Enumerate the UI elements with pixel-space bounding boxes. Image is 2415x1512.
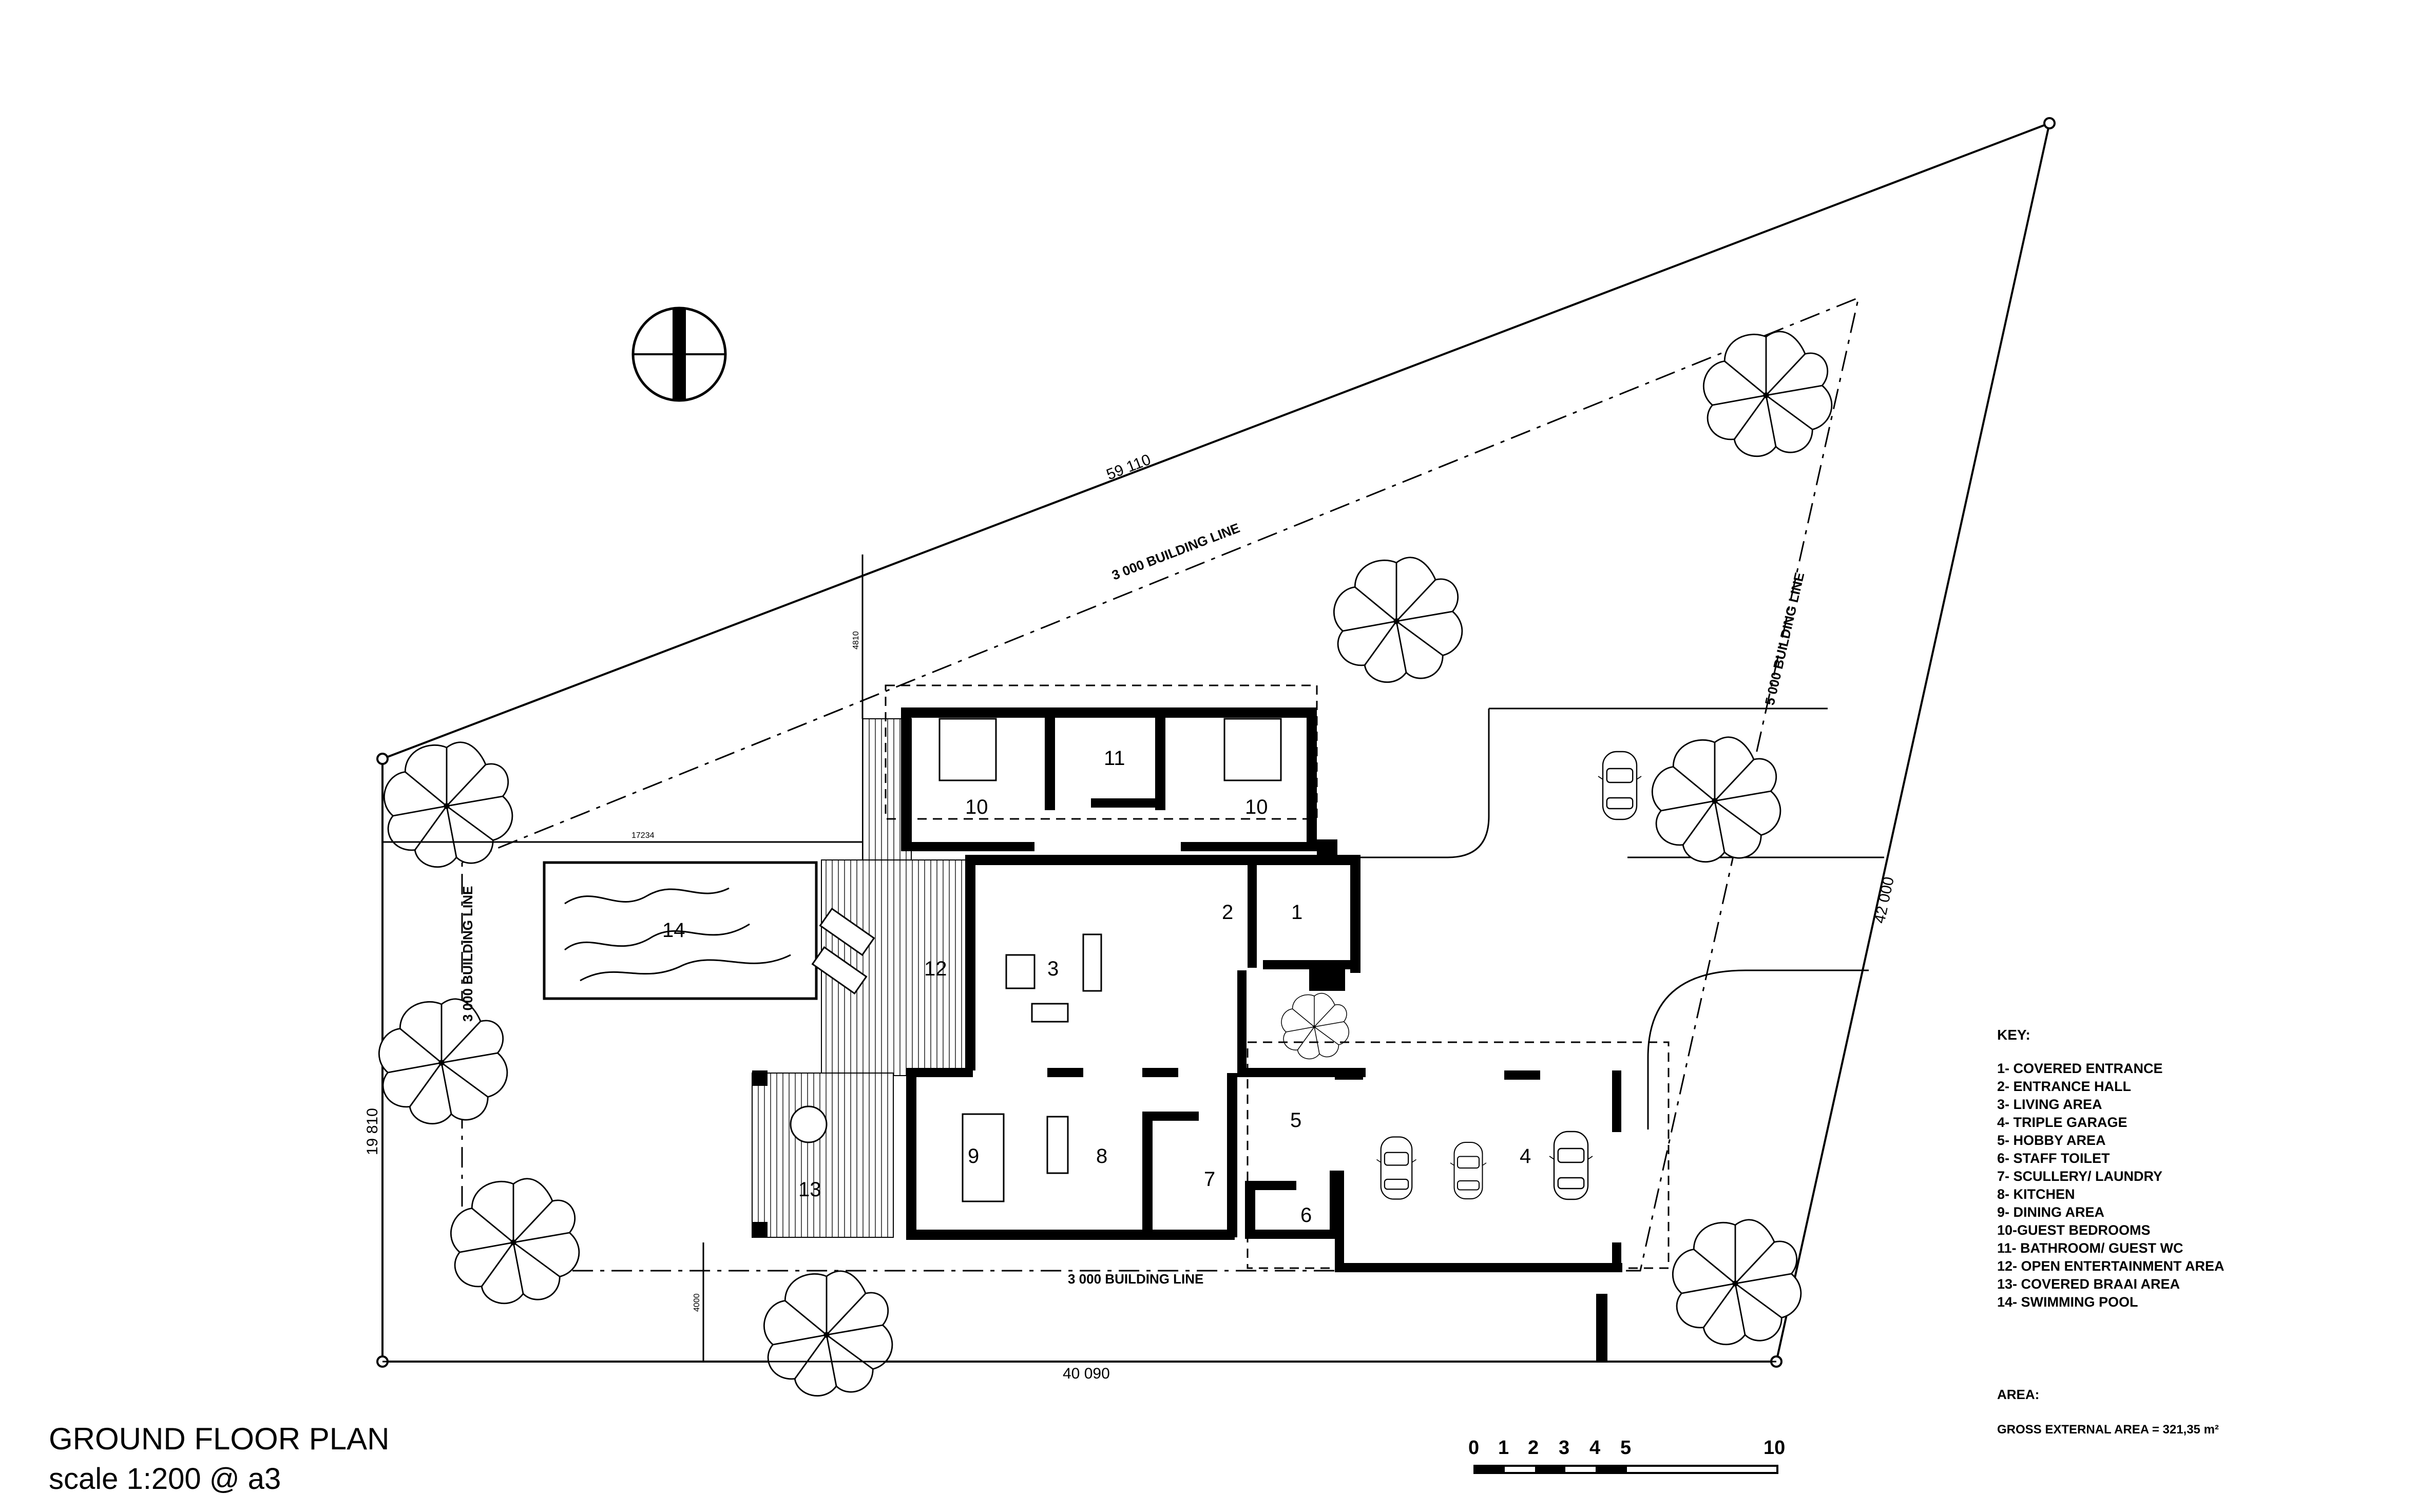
dim-right-boundary: 42 000 <box>1871 875 1897 925</box>
room-7: 7 <box>1204 1168 1215 1191</box>
room-10b: 10 <box>1245 796 1268 818</box>
key-item: 12- OPEN ENTERTAINMENT AREA <box>1997 1258 2225 1274</box>
plan-title: GROUND FLOOR PLAN <box>49 1422 389 1456</box>
scale-label-1: 1 <box>1498 1437 1509 1459</box>
area-heading: AREA: <box>1997 1387 2039 1402</box>
key-item: 7- SCULLERY/ LAUNDRY <box>1997 1169 2162 1184</box>
room-11: 11 <box>1104 747 1125 770</box>
key-item: 14- SWIMMING POOL <box>1997 1294 2138 1310</box>
building-line-left-label: 3 000 BUILDING LINE <box>460 886 475 1022</box>
area-block: AREA: GROSS EXTERNAL AREA = 321,35 m² <box>1997 1387 2219 1437</box>
key-item: 5- HOBBY AREA <box>1997 1133 2106 1148</box>
site-boundary <box>376 117 2056 1368</box>
key-item: 2- ENTRANCE HALL <box>1997 1079 2131 1094</box>
building-line-right-label: 5 000 BUILDING LINE <box>1762 571 1808 706</box>
swimming-pool <box>543 861 818 1000</box>
driveway <box>1355 707 1884 1362</box>
building-line-bottom-label: 3 000 BUILDING LINE <box>1068 1271 1203 1287</box>
room-6: 6 <box>1300 1204 1312 1227</box>
scale-label-0: 0 <box>1468 1437 1479 1459</box>
dim-top-offset: 4810 <box>852 631 860 649</box>
room-5: 5 <box>1290 1109 1301 1132</box>
room-labels: 1 2 3 4 5 6 7 8 9 10 10 11 12 13 14 <box>662 747 1531 1227</box>
room-14: 14 <box>662 919 685 942</box>
scale-bar: 0 1 2 3 4 5 10 <box>1468 1437 1785 1474</box>
room-9: 9 <box>968 1145 979 1168</box>
key-item: 11- BATHROOM/ GUEST WC <box>1997 1240 2183 1256</box>
legend-key: KEY: 1- COVERED ENTRANCE 2- ENTRANCE HAL… <box>1997 1027 2225 1310</box>
key-heading: KEY: <box>1997 1027 2030 1043</box>
dim-left-boundary: 19 810 <box>364 1108 381 1155</box>
scale-label-2: 2 <box>1528 1437 1539 1459</box>
scale-label-3: 3 <box>1559 1437 1569 1459</box>
walls <box>752 707 1622 1272</box>
dim-bottom-boundary: 40 090 <box>1063 1365 1110 1382</box>
dimension-lines <box>382 554 1776 1363</box>
dim-pool-offset: 17234 <box>631 831 655 840</box>
room-1: 1 <box>1291 901 1302 924</box>
key-item: 10-GUEST BEDROOMS <box>1997 1222 2151 1238</box>
room-2: 2 <box>1222 901 1233 924</box>
north-arrow-icon <box>631 307 727 402</box>
cars <box>1376 751 1642 1200</box>
dim-bottom-offset: 4000 <box>693 1293 701 1312</box>
room-3: 3 <box>1047 958 1059 980</box>
building-lines <box>461 296 1860 1272</box>
room-8: 8 <box>1096 1145 1107 1168</box>
scale-label-4: 4 <box>1589 1437 1600 1459</box>
scale-label-5: 5 <box>1620 1437 1631 1459</box>
room-10a: 10 <box>965 796 988 818</box>
gross-external-area: GROSS EXTERNAL AREA = 321,35 m² <box>1997 1423 2219 1437</box>
scale-label-10: 10 <box>1764 1437 1785 1459</box>
key-item: 6- STAFF TOILET <box>1997 1151 2110 1166</box>
key-item: 9- DINING AREA <box>1997 1204 2104 1220</box>
room-4: 4 <box>1520 1145 1531 1168</box>
key-item: 13- COVERED BRAAI AREA <box>1997 1276 2180 1292</box>
room-13: 13 <box>798 1178 821 1201</box>
plan-scale: scale 1:200 @ a3 <box>49 1462 281 1496</box>
key-item: 8- KITCHEN <box>1997 1186 2075 1202</box>
key-item: 4- TRIPLE GARAGE <box>1997 1115 2128 1130</box>
room-12: 12 <box>924 958 947 980</box>
key-item: 1- COVERED ENTRANCE <box>1997 1061 2163 1076</box>
furniture <box>790 718 1282 1202</box>
key-item: 3- LIVING AREA <box>1997 1097 2102 1112</box>
dim-top-boundary: 59 110 <box>1104 451 1153 484</box>
